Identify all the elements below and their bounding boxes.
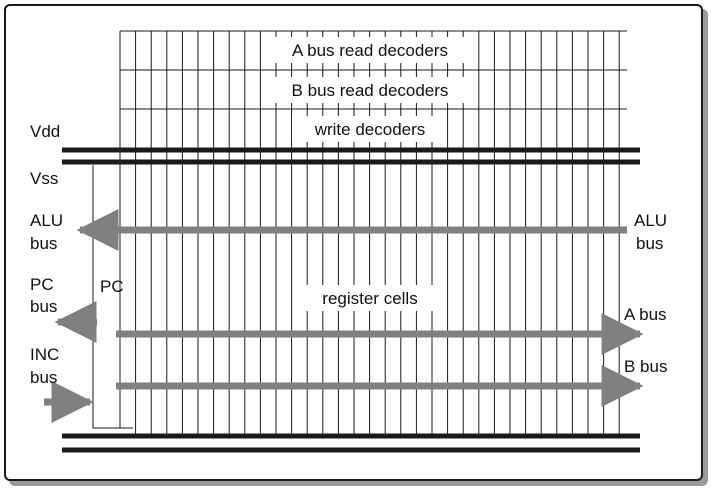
register-cells-label-bg <box>300 285 440 311</box>
alu-bus-left-line1: ALU <box>30 211 63 230</box>
a-bus-read-decoders-label: A bus read decoders <box>292 41 448 60</box>
alu-bus-right-line2: bus <box>636 234 663 253</box>
inc-bus-label-line1: INC <box>30 345 59 364</box>
write-decoder-label-bg <box>292 116 447 142</box>
vss-label: Vss <box>30 169 58 188</box>
write-decoders-label: write decoders <box>314 120 426 139</box>
pc-bus-label-line2: bus <box>30 297 57 316</box>
pc-bus-label-line1: PC <box>30 275 54 294</box>
b-bus-label: B bus <box>624 357 667 376</box>
pc-block-outline <box>92 165 133 429</box>
alu-bus-right-line1: ALU <box>634 211 667 230</box>
a-decoder-label-bg <box>262 37 477 63</box>
inc-bus-label-line2: bus <box>30 368 57 387</box>
alu-bus-left-line2: bus <box>30 234 57 253</box>
b-decoder-label-bg <box>262 77 477 103</box>
vdd-label: Vdd <box>30 122 60 141</box>
a-bus-label: A bus <box>624 305 667 324</box>
pc-block-label: PC <box>100 277 124 296</box>
b-bus-read-decoders-label: B bus read decoders <box>292 81 449 100</box>
register-cells-label: register cells <box>322 289 417 308</box>
